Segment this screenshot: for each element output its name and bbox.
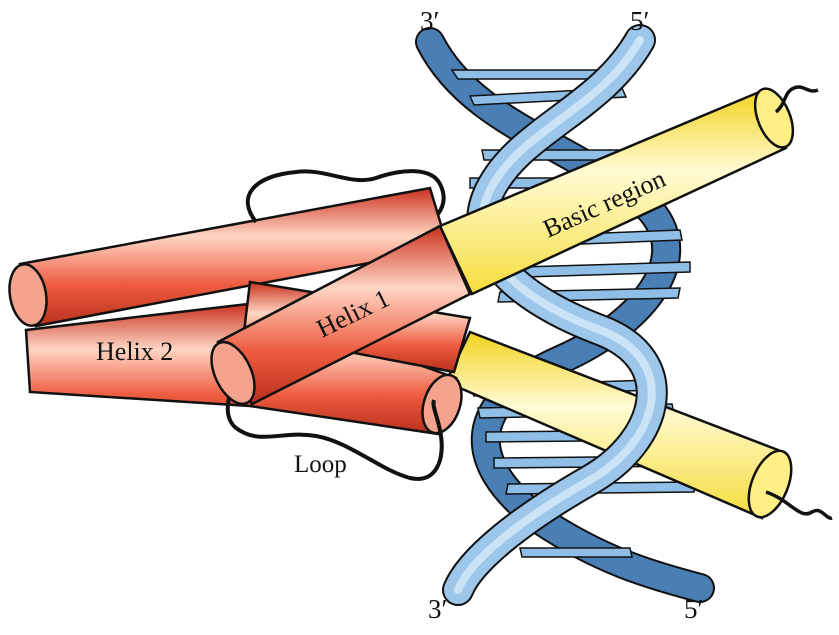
dna-top-left-end-label: 3′ — [420, 6, 439, 36]
helix-2-label: Helix 2 — [96, 337, 173, 366]
bottom-loop-connector — [225, 377, 444, 481]
dna-back-strand — [415, 27, 715, 603]
basic-region-lower-tail — [765, 490, 833, 520]
dna-front-strand — [442, 24, 668, 606]
basic-region-upper-tail — [774, 85, 819, 114]
top-loop-connector — [245, 169, 446, 224]
helix-2-rear-cylinder — [8, 186, 450, 328]
helix-1-front-cylinder — [210, 224, 472, 406]
dna-bottom-left-end-label: 3′ — [428, 594, 447, 624]
loop-label: Loop — [294, 451, 347, 478]
dna-bottom-right-end-label: 5′ — [684, 594, 703, 624]
dna-top-right-end-label: 5′ — [630, 6, 649, 36]
